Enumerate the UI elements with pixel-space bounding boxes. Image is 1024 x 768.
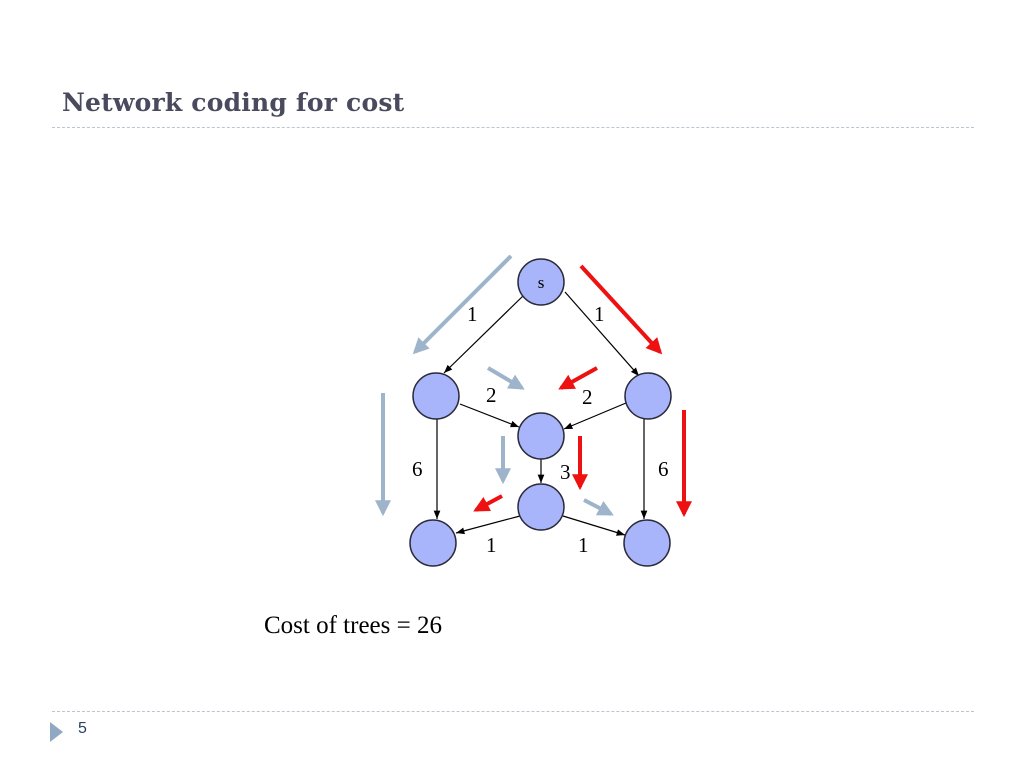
edge-d-t2 <box>562 515 626 536</box>
tree-two-arrow-d-t1 <box>473 494 503 512</box>
node-c <box>517 412 565 460</box>
edge-label-b-t2: 6 <box>658 457 669 481</box>
node-d <box>517 483 565 531</box>
edge-s-a <box>443 293 526 374</box>
edge-labels: 1 1 2 2 6 6 3 1 1 <box>412 302 669 557</box>
tree-one-arrows <box>375 254 614 517</box>
graph-edges <box>433 291 648 536</box>
tree-one-arrow-a-c <box>486 366 525 390</box>
edge-label-s-b: 1 <box>594 302 605 326</box>
edge-label-b-c: 2 <box>582 385 593 409</box>
edge-a-c <box>459 403 520 428</box>
tree-two-arrow-b-c <box>558 366 598 390</box>
edge-label-a-c: 2 <box>486 383 497 407</box>
node-s <box>517 258 565 306</box>
cost-caption: Cost of trees = 26 <box>264 612 442 639</box>
node-b <box>624 372 672 420</box>
tree-one-arrow-s-a <box>412 254 513 355</box>
tree-two-arrow-s-b <box>579 264 663 355</box>
graph-nodes <box>409 258 672 567</box>
edge-label-d-t1: 1 <box>486 533 497 557</box>
tree-one-arrow-d-t2 <box>583 498 614 516</box>
tree-two-arrows <box>473 264 692 518</box>
node-t2 <box>623 519 671 567</box>
edge-label-c-d: 3 <box>560 460 571 484</box>
slide-title: Network coding for cost <box>62 88 405 117</box>
edge-d-t1 <box>455 515 521 535</box>
title-divider <box>52 127 974 128</box>
node-a <box>412 372 460 420</box>
edge-s-b <box>564 291 640 377</box>
triangle-bullet-icon <box>50 722 63 742</box>
node-t1 <box>409 519 457 567</box>
edge-label-s-a: 1 <box>467 302 478 326</box>
edge-label-d-t2: 1 <box>578 533 589 557</box>
edge-b-c <box>563 402 627 430</box>
edge-label-a-t1: 6 <box>412 457 423 481</box>
node-s-label: s <box>538 273 545 292</box>
footer-divider <box>52 711 974 712</box>
page-number: 5 <box>78 720 87 737</box>
